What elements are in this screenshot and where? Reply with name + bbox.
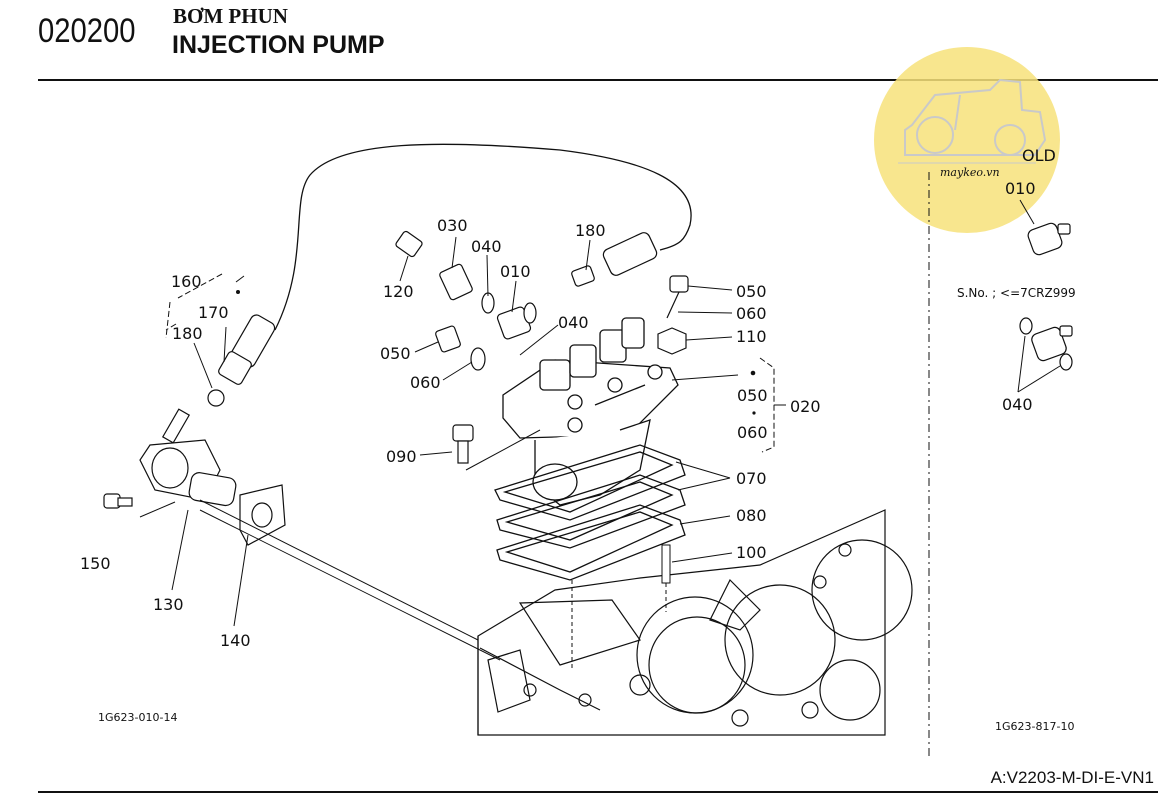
title-vietnamese: BƠM PHUN (173, 4, 288, 28)
leader-lines (139, 236, 739, 627)
callout-040-mid: 040 (558, 313, 589, 332)
callout-180-left: 180 (172, 324, 203, 343)
callout-050-left: 050 (380, 344, 411, 363)
side-part-040: 040 (1002, 395, 1033, 414)
callout-160: 160 (171, 272, 202, 291)
footer-rule (38, 791, 1158, 793)
callout-020: 020 (790, 397, 821, 416)
callout-labels: 160 170 180 030 040 010 120 180 050 060 … (80, 216, 821, 650)
callout-070: 070 (736, 469, 767, 488)
callout-060-top: 060 (736, 304, 767, 323)
gaskets (494, 444, 686, 581)
section-code: 020200 (38, 12, 136, 50)
callout-060-group: 060 (737, 423, 768, 442)
callout-040-top: 040 (471, 237, 502, 256)
callout-100: 100 (736, 543, 767, 562)
callout-090: 090 (386, 447, 417, 466)
callout-060-left: 060 (410, 373, 441, 392)
old-label: OLD (1022, 146, 1056, 165)
callout-050-group: 050 (737, 386, 768, 405)
document-id: A:V2203-M-DI-E-VN1 (990, 768, 1154, 787)
callout-130: 130 (153, 595, 184, 614)
header-rule (38, 79, 1158, 81)
callout-180-top: 180 (575, 221, 606, 240)
figure-code-right: 1G623-817-10 (995, 720, 1074, 733)
callout-050-top: 050 (736, 282, 767, 301)
serial-note: S.No. ; <=7CRZ999 (957, 286, 1076, 300)
callout-140: 140 (220, 631, 251, 650)
callout-170: 170 (198, 303, 229, 322)
callout-010: 010 (500, 262, 531, 281)
callout-120: 120 (383, 282, 414, 301)
callout-080: 080 (736, 506, 767, 525)
callout-110: 110 (736, 327, 767, 346)
old-part-010: 010 (1005, 179, 1036, 198)
figure-code-left: 1G623-010-14 (98, 711, 177, 724)
left-assembly (103, 314, 286, 546)
callout-030: 030 (437, 216, 468, 235)
engine-block (477, 509, 913, 736)
pump-assembly (502, 317, 679, 506)
callout-150: 150 (80, 554, 111, 573)
watermark-text: maykeo.vn (940, 166, 1000, 179)
watermark-logo: maykeo.vn (874, 47, 1060, 233)
title-english: INJECTION PUMP (172, 31, 385, 59)
upper-fittings (395, 230, 689, 464)
side-panel: OLD 010 S.No. ; <=7CRZ999 040 1G623-817-… (957, 146, 1076, 733)
